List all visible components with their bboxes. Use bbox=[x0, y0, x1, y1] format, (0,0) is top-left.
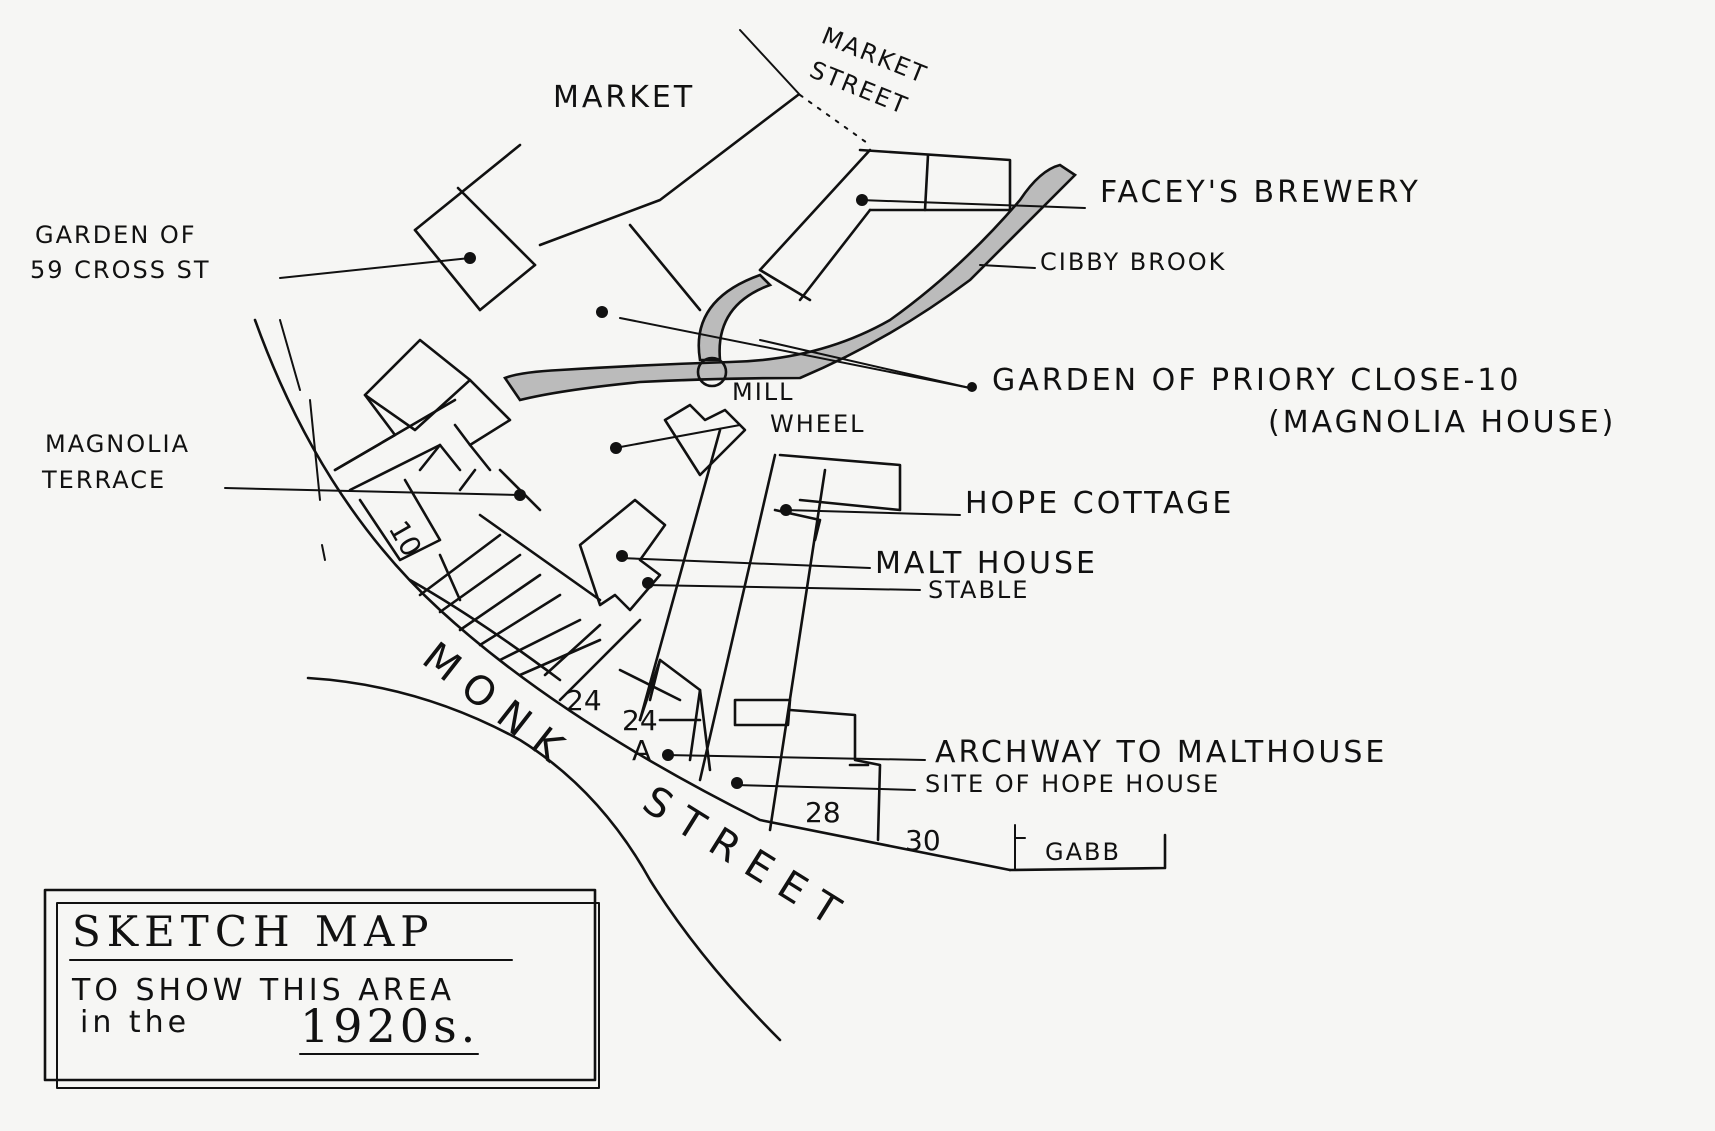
label-magnolia-terrace-line1: MAGNOLIA bbox=[45, 430, 190, 458]
house-number-28: 28 bbox=[805, 796, 841, 829]
legend-year: 1920s. bbox=[300, 999, 479, 1053]
house-number-24a-bottom: A bbox=[632, 734, 651, 767]
buildings-middle bbox=[578, 403, 902, 842]
label-cibby-brook: CIBBY BROOK bbox=[1040, 248, 1226, 276]
label-gabb: GABB bbox=[1045, 838, 1121, 866]
map-markers bbox=[464, 194, 977, 789]
legend-box: SKETCH MAP TO SHOW THIS AREA in the 1920… bbox=[43, 888, 600, 1089]
label-stable: STABLE bbox=[928, 576, 1029, 604]
label-monk-street-1: MONK bbox=[414, 634, 583, 780]
label-market: MARKET bbox=[553, 80, 695, 115]
label-magnolia-terrace-line2: TERRACE bbox=[41, 466, 166, 494]
label-garden-priory-line1: GARDEN OF PRIORY CLOSE-10 bbox=[992, 363, 1521, 398]
house-number-24a-top: 24 bbox=[622, 704, 658, 737]
cibby-brook-upper bbox=[697, 273, 773, 362]
leader-lines bbox=[224, 199, 1086, 791]
label-garden-59-line2: 59 CROSS ST bbox=[30, 256, 210, 284]
buildings-west bbox=[333, 338, 542, 562]
label-site-hope-house: SITE OF HOPE HOUSE bbox=[925, 770, 1220, 798]
mill-wheel-icon bbox=[696, 356, 728, 388]
label-archway: ARCHWAY TO MALTHOUSE bbox=[935, 735, 1387, 770]
legend-title: SKETCH MAP bbox=[72, 907, 435, 956]
house-number-24: 24 bbox=[566, 684, 602, 717]
house-number-30: 30 bbox=[905, 824, 941, 857]
monk-street-lines bbox=[253, 318, 1167, 1042]
label-hope-cottage: HOPE COTTAGE bbox=[965, 486, 1234, 521]
label-garden-priory-line2: (MAGNOLIA HOUSE) bbox=[1268, 405, 1616, 440]
legend-line1: TO SHOW THIS AREA bbox=[71, 973, 455, 1008]
label-garden-59-line1: GARDEN OF bbox=[35, 221, 197, 249]
label-mill-wheel-line2: WHEEL bbox=[770, 410, 865, 438]
terrace-plots bbox=[408, 513, 642, 702]
label-mill-wheel-line1: MILL bbox=[732, 378, 795, 406]
market-street-lines bbox=[538, 29, 871, 247]
legend-line2-prefix: in the bbox=[80, 1005, 190, 1040]
label-faceys-brewery: FACEY'S BREWERY bbox=[1100, 175, 1421, 210]
label-malt-house: MALT HOUSE bbox=[875, 546, 1098, 581]
cibby-brook bbox=[503, 163, 1078, 402]
buildings-north bbox=[413, 143, 1012, 312]
